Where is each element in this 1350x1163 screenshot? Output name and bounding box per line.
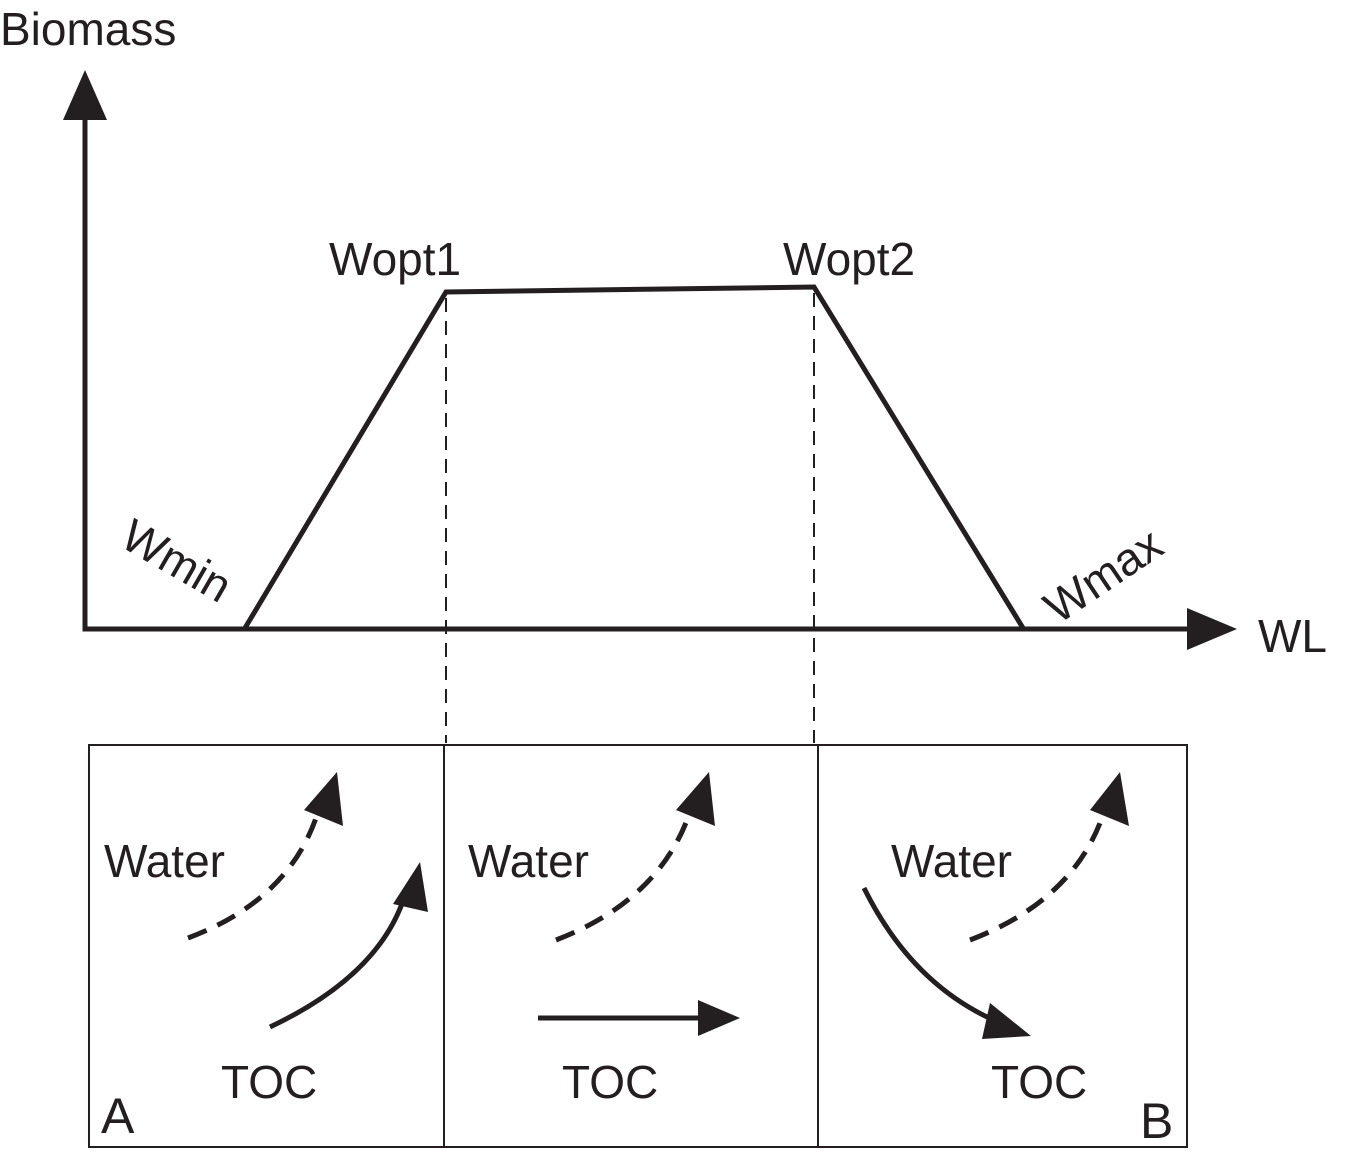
toc-arrowhead [982, 1003, 1031, 1039]
wopt1-label: Wopt1 [329, 233, 461, 285]
toc-arrow-solid [268, 894, 408, 1030]
biomass-curve: Wmin Wopt1 Wopt2 Wmax [113, 233, 1172, 633]
toc-arrowhead [393, 862, 428, 912]
panel-middle: Water TOC [468, 772, 740, 1108]
toc-arrowhead [698, 1000, 740, 1036]
water-arrowhead [676, 772, 715, 826]
toc-label: TOC [991, 1056, 1087, 1108]
y-axis-label: Biomass [0, 3, 176, 55]
water-arrow-dashed [187, 811, 321, 941]
toc-label: TOC [221, 1056, 317, 1108]
x-axis-arrowhead [1187, 608, 1237, 650]
wmax-label: Wmax [1035, 517, 1172, 633]
panel-corner-label: B [1140, 1093, 1173, 1149]
y-axis-arrowhead [63, 70, 107, 120]
guide-lines [445, 293, 815, 743]
panel-corner-label: A [101, 1088, 135, 1144]
water-arrowhead [304, 772, 343, 826]
wopt2-label: Wopt2 [783, 233, 915, 285]
toc-arrow-solid [861, 886, 999, 1025]
x-axis-label: WL [1258, 610, 1327, 662]
panels-box [88, 744, 1188, 1148]
water-arrow-dashed [969, 811, 1107, 943]
panel-a: Water TOC A [101, 772, 428, 1144]
water-label: Water [468, 835, 589, 887]
water-arrow-dashed [555, 811, 693, 943]
toc-label: TOC [562, 1056, 658, 1108]
water-label: Water [104, 835, 225, 887]
wmin-label: Wmin [113, 509, 241, 613]
panel-b: Water TOC B [861, 772, 1173, 1149]
trapezoid-curve [241, 284, 1027, 632]
water-label: Water [891, 835, 1012, 887]
panels-frame [88, 744, 1188, 1148]
water-arrowhead [1090, 772, 1129, 826]
axes: Biomass WL [0, 3, 1327, 662]
